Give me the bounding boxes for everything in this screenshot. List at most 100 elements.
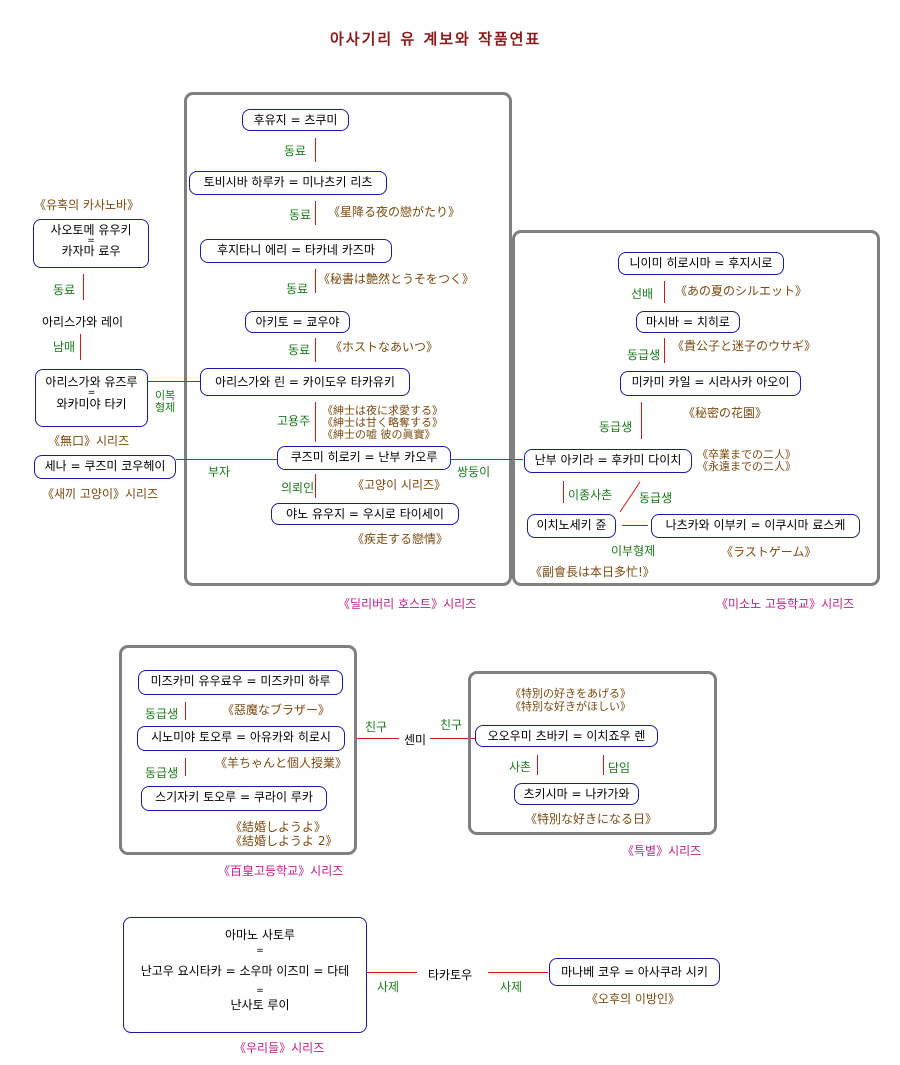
relation-label: 이복 — [155, 389, 176, 402]
relation-label: 고용주 — [277, 414, 311, 428]
relation-label: 친구 — [440, 718, 463, 732]
relation-line — [148, 381, 200, 382]
relation-label: 이부형제 — [611, 544, 656, 558]
node-sugisaki[interactable]: 스기자키 토오루 = 쿠라이 루카 — [141, 786, 327, 811]
work-title: 《特別な好きがほしい》 — [510, 700, 631, 713]
relation-line — [176, 459, 277, 460]
relation-label: 사제 — [377, 980, 400, 994]
relation-label: 친구 — [365, 720, 388, 734]
work-title: 《秘書は艶然とうそをつく》 — [318, 272, 475, 286]
relation-line — [185, 758, 186, 776]
work-title: 《紳士は甘く略奪する》 — [322, 416, 443, 429]
node-arisugawa-rei[interactable]: 아리스가와 레이 — [42, 315, 124, 329]
node-mikami-shirasaka[interactable]: 미카미 카일 = 시라사카 아오이 — [620, 371, 801, 396]
work-title: 《ホストなあいつ》 — [330, 340, 439, 354]
group-delivery-host — [184, 92, 512, 586]
node-manabe-asakura[interactable]: 마나베 코우 = 아사쿠라 시키 — [549, 958, 720, 986]
relation-label: 사촌 — [509, 760, 532, 774]
work-title: 《結婚しようよ》 — [230, 820, 327, 834]
node-yano-ushiro[interactable]: 야노 유우지 = 우시로 타이세이 — [271, 503, 459, 525]
relation-line — [622, 525, 648, 526]
relation-line — [451, 459, 523, 460]
relation-label: 이종사촌 — [568, 488, 613, 502]
node-arisugawa-yuzuru[interactable]: 아리스가와 유즈루 = 와카미야 타키 — [35, 369, 148, 427]
work-title: 《貴公子と迷子のウサギ》 — [672, 339, 817, 353]
relation-label: 동급생 — [145, 707, 179, 721]
node-nanbu-fukami[interactable]: 난부 아키라 = 후카미 다이치 — [524, 449, 692, 473]
node-kuzumi-nanbu[interactable]: 쿠즈미 히로키 = 난부 카오루 — [277, 446, 451, 470]
work-title: 《結婚しようよ 2》 — [230, 834, 338, 848]
node-uridul-group[interactable]: 아마노 사토루 = 난고우 요시타카 = 소우마 이즈미 = 다테 = 난사토 … — [123, 917, 367, 1033]
relation-line — [430, 738, 475, 739]
work-title: 《紳士は夜に求愛する》 — [322, 404, 443, 417]
series-label: 《우리들》시리즈 — [234, 1041, 325, 1055]
node-saotome-kazama[interactable]: 사오토메 유우키 = 카자마 료우 — [33, 219, 149, 268]
work-title: 《あの夏のシルエット》 — [675, 284, 808, 298]
relation-label: 부자 — [208, 465, 231, 479]
group-tokubetsu — [468, 671, 717, 835]
group-hyakuo — [119, 645, 357, 855]
relation-line — [537, 755, 538, 775]
node-akito-kyouya[interactable]: 아키토 = 쿄우야 — [245, 311, 350, 333]
node-oumi-ichijou[interactable]: 오오우미 츠바키 = 이치죠우 렌 — [475, 725, 658, 747]
work-title: 《羊ちゃんと個人授業》 — [215, 756, 348, 770]
node-fujitani-takane[interactable]: 후지타니 에리 = 타카네 카즈마 — [200, 239, 392, 263]
relation-line — [367, 972, 417, 973]
relation-line — [315, 269, 316, 293]
work-title: 《惡魔なブラザー》 — [222, 703, 331, 717]
equals-sign: = — [87, 388, 96, 398]
node-takatou[interactable]: 타카토우 — [428, 968, 473, 982]
node-line: 난사토 루이 — [230, 998, 290, 1012]
work-title: 《疾走する戀情》 — [352, 532, 449, 546]
work-title: 《星降る夜の戀がたり》 — [328, 205, 461, 219]
node-arisugawa-rin-kaidou[interactable]: 아리스가와 린 = 카이도우 타카유키 — [200, 368, 410, 396]
relation-label: 동료 — [284, 144, 307, 158]
relation-label: 동급생 — [599, 420, 633, 434]
node-line: 와카미야 타키 — [56, 397, 127, 411]
node-ichinose-jun[interactable]: 이치노세키 쥰 — [527, 514, 616, 538]
node-sena-kuzumi[interactable]: 세나 = 쿠즈미 코우헤이 — [34, 455, 176, 479]
work-title: 《特別な好きになる日》 — [525, 812, 658, 826]
series-label: 《미소노 고등학교》시리즈 — [716, 597, 855, 611]
relation-line — [563, 481, 564, 503]
relation-line — [80, 334, 81, 360]
node-mashiba-chihiro[interactable]: 마시바 = 치히로 — [636, 311, 740, 333]
node-natsukawa-ikushima[interactable]: 나츠카와 이부키 = 이쿠시마 료스케 — [651, 514, 860, 538]
group-misono — [512, 230, 880, 586]
relation-label: 쌍둥이 — [457, 465, 491, 479]
relation-line — [488, 972, 548, 973]
relation-label: 사제 — [500, 980, 523, 994]
relation-label: 선배 — [631, 287, 654, 301]
series-label: 《百皇고등학교》시리즈 — [218, 864, 344, 878]
node-fuyuji-tsukumi[interactable]: 후유지 = 츠쿠미 — [242, 109, 349, 131]
work-title: 《副會長は本日多忙!》 — [530, 565, 655, 579]
work-title: 《紳士の嘘 彼の眞實》 — [322, 428, 436, 441]
node-tobishiba-minatsuki[interactable]: 토비시바 하루카 = 미나츠키 리츠 — [189, 171, 387, 195]
series-label: 《특별》시리즈 — [622, 844, 702, 858]
relation-label: 동료 — [53, 283, 76, 297]
node-shinomiya[interactable]: 시노미야 토오루 = 아유카와 히로시 — [137, 726, 345, 751]
relation-line — [315, 338, 316, 362]
relation-line — [641, 402, 642, 439]
relation-label: 동급생 — [627, 348, 661, 362]
work-title: 《유혹의 카사노바》 — [34, 198, 140, 212]
node-tsukishima-nakagawa[interactable]: 츠키시마 = 나카가와 — [514, 783, 639, 805]
relation-label: 동급생 — [145, 766, 179, 780]
node-niimi-fujishiro[interactable]: 니이미 히로시마 = 후지시로 — [618, 252, 784, 275]
relation-line — [664, 281, 665, 303]
work-title: 《오후의 이방인》 — [586, 992, 681, 1006]
relation-label: 동료 — [286, 282, 309, 296]
work-title: 《秘密の花園》 — [683, 406, 768, 420]
node-mizukami[interactable]: 미즈카미 유우료우 = 미즈카미 하루 — [138, 670, 343, 695]
relation-label: 동급생 — [639, 491, 673, 505]
work-title: 《永遠までの二人》 — [697, 460, 796, 473]
page-title: 아사기리 유 계보와 작품연표 — [330, 30, 542, 48]
node-line: 아마노 사토루 — [224, 928, 296, 942]
relation-label: 형제 — [155, 401, 176, 414]
relation-line — [315, 138, 316, 162]
relation-line — [315, 474, 316, 498]
node-senmi[interactable]: 센미 — [404, 733, 427, 747]
relation-label: 동료 — [289, 208, 312, 222]
relation-line — [664, 338, 665, 363]
relation-line — [83, 274, 84, 300]
